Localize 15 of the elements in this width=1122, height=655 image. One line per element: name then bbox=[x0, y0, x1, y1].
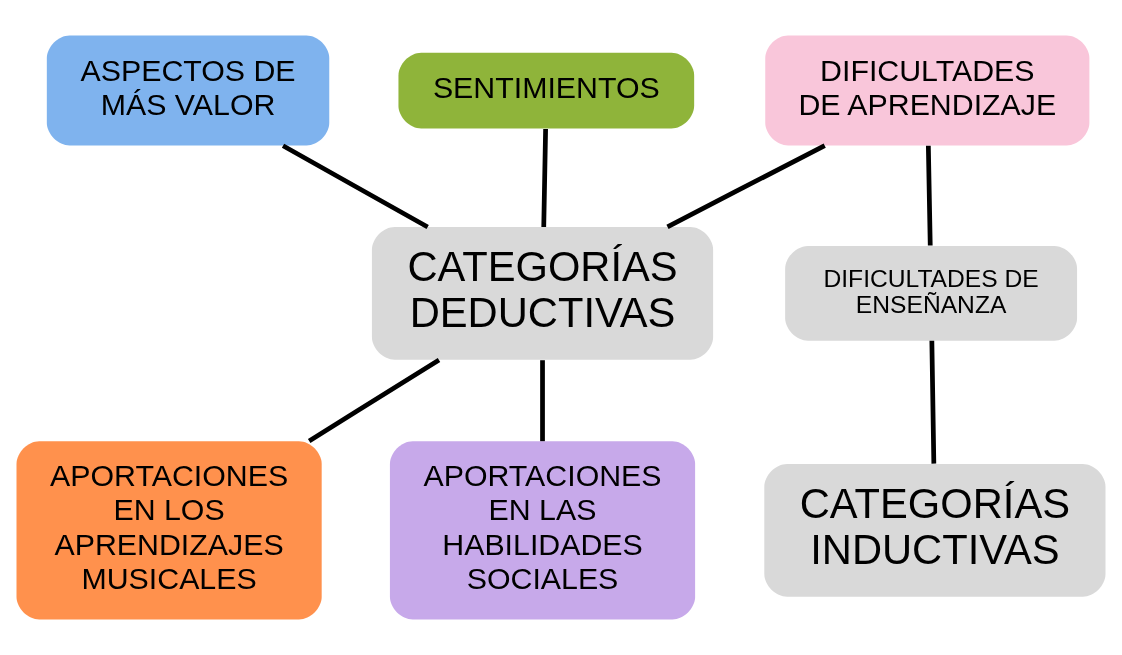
node-box: ASPECTOS DE MÁS VALOR bbox=[46, 35, 330, 146]
connector bbox=[281, 143, 429, 230]
node-box: APORTACIONES EN LOS APRENDIZAJES MUSICALES bbox=[16, 441, 322, 620]
node-box: SENTIMIENTOS bbox=[398, 52, 695, 129]
connector bbox=[925, 145, 933, 246]
node-box: DIFICULTADES DE APRENDIZAJE bbox=[765, 35, 1090, 146]
node-box: APORTACIONES EN LAS HABILIDADES SOCIALES bbox=[389, 441, 696, 620]
node-box: CATEGORÍAS INDUCTIVAS bbox=[764, 464, 1106, 597]
connector bbox=[666, 143, 826, 229]
connector bbox=[929, 340, 937, 464]
connector bbox=[307, 357, 441, 443]
node-box: CATEGORÍAS DEDUCTIVAS bbox=[371, 227, 714, 360]
node-box: DIFICULTADES DE ENSEÑANZA bbox=[785, 246, 1078, 341]
connector bbox=[541, 128, 548, 228]
connector bbox=[540, 360, 545, 442]
